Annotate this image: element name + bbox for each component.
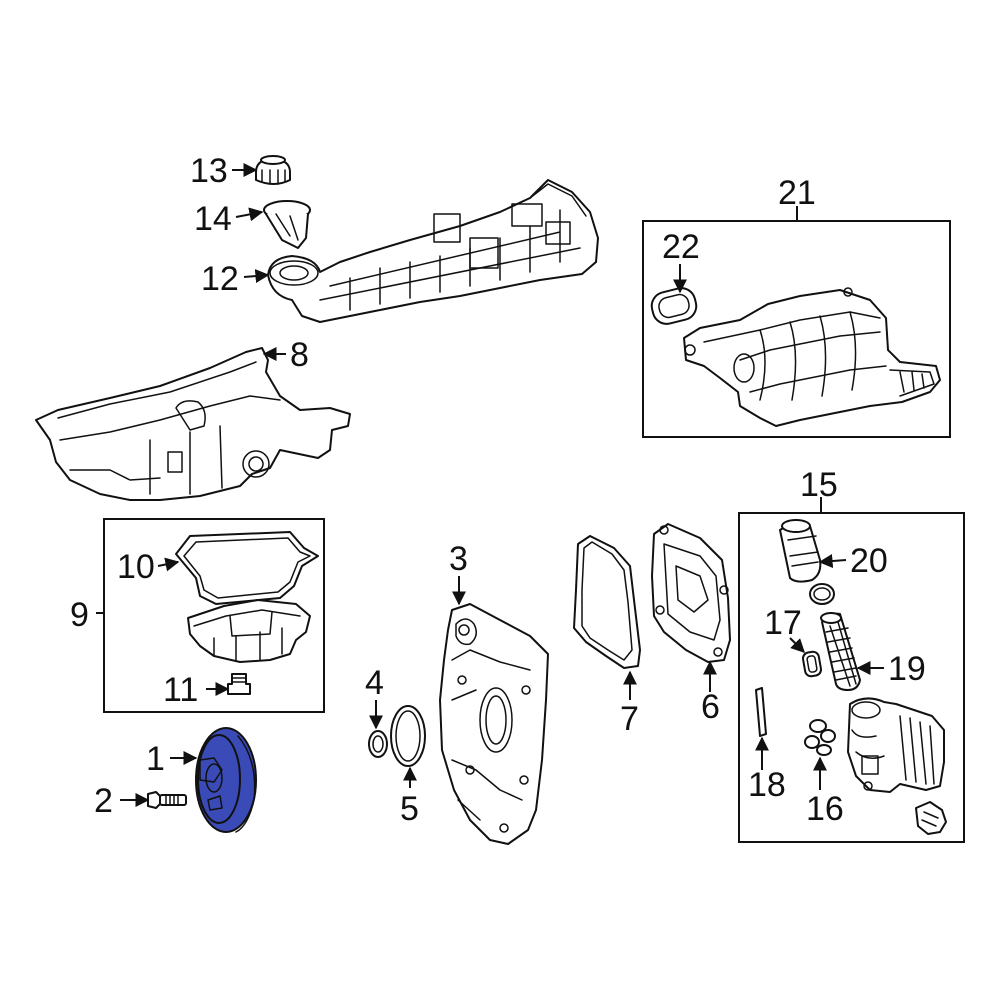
o-ring-part-5[interactable] bbox=[390, 705, 426, 767]
oil-pan-gasket-part-10[interactable] bbox=[175, 531, 319, 605]
filler-neck-insert-part-14[interactable] bbox=[263, 200, 311, 249]
callout-16: 16 bbox=[806, 790, 844, 828]
filter-cap-part-20[interactable] bbox=[779, 519, 822, 583]
callout-2: 2 bbox=[94, 782, 113, 820]
intake-manifold-part-21[interactable] bbox=[683, 287, 941, 427]
damper-bolt-part-2[interactable] bbox=[147, 791, 187, 809]
callout-17: 17 bbox=[764, 604, 802, 642]
group-box-9 bbox=[103, 518, 325, 713]
callout-4: 4 bbox=[365, 664, 384, 702]
housing-part-6[interactable] bbox=[651, 523, 731, 663]
callout-5: 5 bbox=[400, 790, 419, 828]
callout-22: 22 bbox=[662, 228, 700, 266]
callout-21: 21 bbox=[778, 174, 816, 212]
callout-11: 11 bbox=[163, 671, 198, 709]
callout-7: 7 bbox=[620, 700, 639, 738]
callout-18: 18 bbox=[748, 766, 786, 804]
seal-set-part-16[interactable] bbox=[804, 719, 836, 756]
callout-3: 3 bbox=[449, 540, 468, 578]
timing-cover-part-3[interactable] bbox=[439, 603, 549, 845]
oil-filter-housing-assembly[interactable] bbox=[847, 697, 945, 793]
lower-oil-pan-part-9[interactable] bbox=[187, 599, 311, 663]
callout-12: 12 bbox=[201, 260, 239, 298]
callout-10: 10 bbox=[117, 548, 155, 586]
seal-strip-part-18[interactable] bbox=[755, 687, 767, 737]
callout-9: 9 bbox=[70, 596, 89, 634]
callout-20: 20 bbox=[850, 542, 888, 580]
oil-filler-cap-part-13[interactable] bbox=[255, 155, 291, 185]
o-ring-filter-cap[interactable] bbox=[809, 583, 835, 605]
intake-gasket-part-22[interactable] bbox=[649, 285, 699, 327]
callout-13: 13 bbox=[190, 152, 228, 190]
damper-face bbox=[197, 734, 241, 824]
drain-plug-part-11[interactable] bbox=[227, 673, 251, 695]
vibration-damper-part-1[interactable] bbox=[195, 727, 257, 833]
callout-1: 1 bbox=[146, 740, 165, 778]
callout-19: 19 bbox=[888, 650, 926, 688]
leader-lines bbox=[96, 163, 884, 807]
cover-gasket-part-7[interactable] bbox=[573, 535, 641, 669]
upper-oil-pan-part-8[interactable] bbox=[35, 347, 351, 501]
callout-14: 14 bbox=[194, 200, 232, 238]
callout-8: 8 bbox=[290, 336, 309, 374]
callout-6: 6 bbox=[701, 688, 720, 726]
callout-labels: 13 14 12 8 21 22 15 20 17 19 18 16 10 9 … bbox=[70, 152, 926, 828]
seal-part-4[interactable] bbox=[368, 730, 388, 758]
oil-pressure-sensor[interactable] bbox=[915, 801, 947, 835]
callout-15: 15 bbox=[800, 466, 838, 504]
valve-cover-part-12[interactable] bbox=[267, 179, 599, 323]
seal-part-17[interactable] bbox=[801, 650, 823, 678]
group-box-15 bbox=[738, 512, 965, 843]
oil-filter-element-part-19[interactable] bbox=[820, 612, 861, 691]
